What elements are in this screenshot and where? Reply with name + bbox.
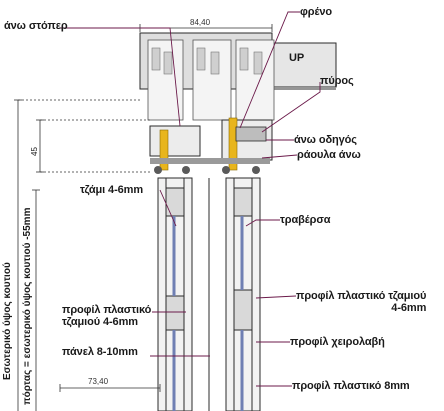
label-brake: φρένο (300, 6, 332, 18)
label-plastic-glass-profile-left: προφίλ πλαστικό τζαμιού 4-6mm (62, 304, 152, 328)
upper-guide-rails (147, 39, 275, 121)
dim-top-width: 84,40 (190, 18, 211, 27)
label-crossbar: τραβέρσα (280, 214, 331, 226)
label-top-guide: άνω οδηγός (294, 134, 357, 146)
label-plastic-profile-8mm: προφίλ πλαστικό 8mm (292, 380, 410, 392)
guide-block-left (149, 125, 201, 157)
vertical-label-door-height: πόρτας = εσωτερικό ύψος κουτιού -55mm (22, 207, 33, 405)
label-handle-profile: προφίλ χειρολαβή (290, 336, 385, 348)
pin-block (235, 126, 267, 142)
vertical-label-inner-height: Εσωτερικό ύψος κουτιού (2, 262, 13, 380)
label-panel: πάνελ 8-10mm (62, 346, 138, 358)
label-top-rail: ράουλα άνω (297, 149, 361, 161)
label-up: UP (289, 52, 305, 64)
top-rail-rollers (150, 158, 270, 174)
top-stopper-yellow (159, 129, 169, 171)
right-door-frame (225, 177, 261, 411)
brake-yellow (228, 117, 238, 171)
up-cover (271, 42, 337, 88)
left-door-frame (157, 177, 193, 411)
label-top-stopper: άνω στόπερ (4, 20, 68, 32)
label-pin: πύρος (320, 75, 354, 87)
leader-lines (60, 11, 321, 387)
dim-left-width: 73,40 (88, 377, 109, 386)
dim-height-45: 45 (30, 147, 39, 156)
label-glass: τζάμι 4-6mm (80, 184, 144, 196)
label-plastic-glass-profile-right: προφίλ πλαστικό τζαμιού 4-6mm (296, 290, 427, 314)
